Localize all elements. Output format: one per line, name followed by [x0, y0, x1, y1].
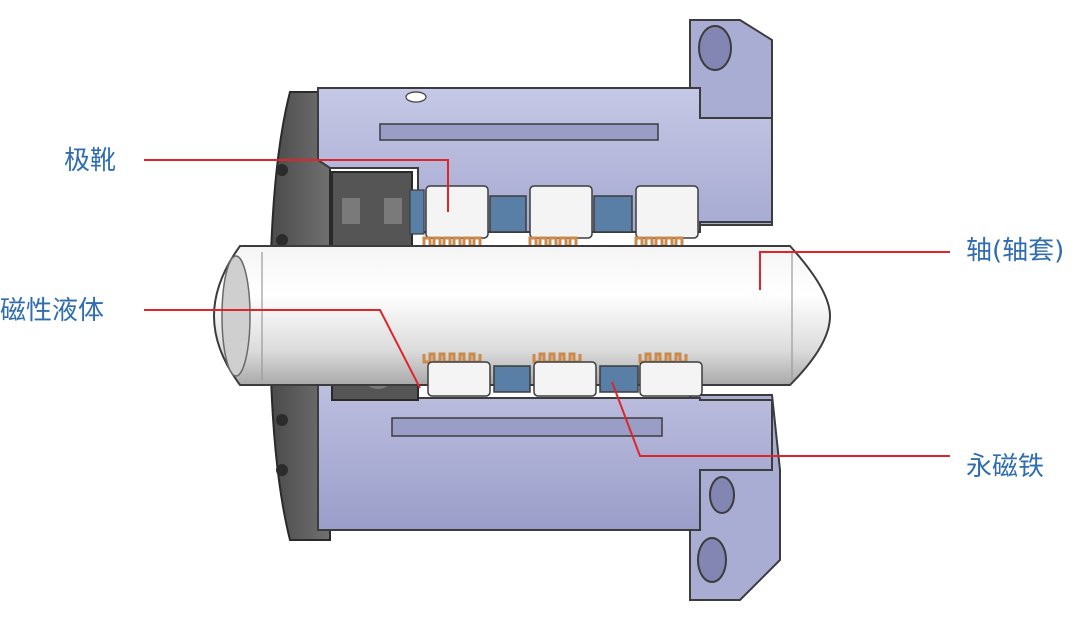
shaft: [212, 245, 832, 386]
lower-seal-stack: [422, 352, 703, 397]
leader-shaft: [759, 251, 950, 290]
leader-pole-shoe: [144, 159, 449, 212]
label-permanent-magnet: 永磁铁: [966, 452, 1045, 482]
label-pole-shoe: 极靴: [64, 146, 117, 176]
leader-permanent-magnet: [611, 381, 950, 457]
bearing-upper: [331, 171, 413, 249]
label-magnetic-fluid: 磁性液体: [0, 296, 105, 326]
leader-lines: [144, 159, 950, 457]
lower-housing: [317, 359, 773, 531]
leader-magnetic-fluid: [144, 309, 421, 389]
upper-seal-stack: [409, 185, 699, 248]
label-shaft: 轴(轴套): [966, 236, 1065, 266]
